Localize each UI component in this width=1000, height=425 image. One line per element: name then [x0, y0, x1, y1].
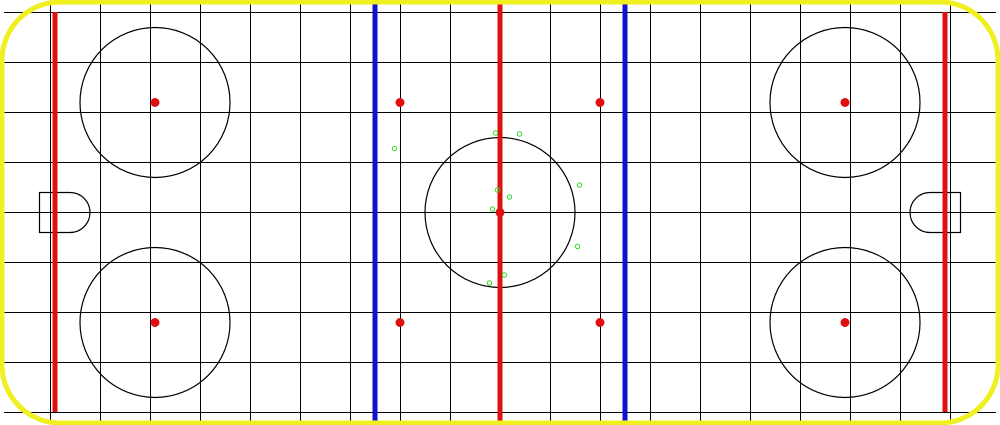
faceoff-circle-top-left — [79, 26, 231, 179]
rink-lines — [52, 4, 948, 421]
faceoff-circle-bottom-left — [79, 246, 231, 399]
faceoff-dot — [840, 98, 850, 107]
player-marker — [391, 145, 398, 152]
player-markers — [391, 130, 583, 286]
player-marker — [506, 194, 513, 200]
goal-crease-right — [909, 191, 945, 234]
faceoff-dot — [395, 98, 405, 107]
player-marker — [576, 182, 583, 188]
player-marker — [501, 272, 508, 278]
faceoff-dot — [395, 318, 405, 327]
faceoff-dot — [150, 318, 160, 327]
faceoff-circle-top-right — [769, 26, 921, 179]
player-marker — [489, 206, 496, 212]
player-marker — [574, 243, 581, 250]
player-marker — [486, 280, 493, 286]
faceoff-dot — [840, 318, 850, 327]
goal-crease-left — [55, 191, 91, 234]
faceoff-dots — [150, 98, 850, 327]
player-marker — [516, 131, 523, 137]
faceoff-dot — [595, 318, 605, 327]
player-marker — [494, 187, 501, 193]
faceoff-circle-bottom-right — [769, 246, 921, 399]
faceoff-circles — [79, 26, 921, 399]
faceoff-dot — [150, 98, 160, 107]
faceoff-dot — [595, 98, 605, 107]
player-marker — [492, 130, 499, 136]
center-faceoff-dot — [495, 208, 505, 217]
